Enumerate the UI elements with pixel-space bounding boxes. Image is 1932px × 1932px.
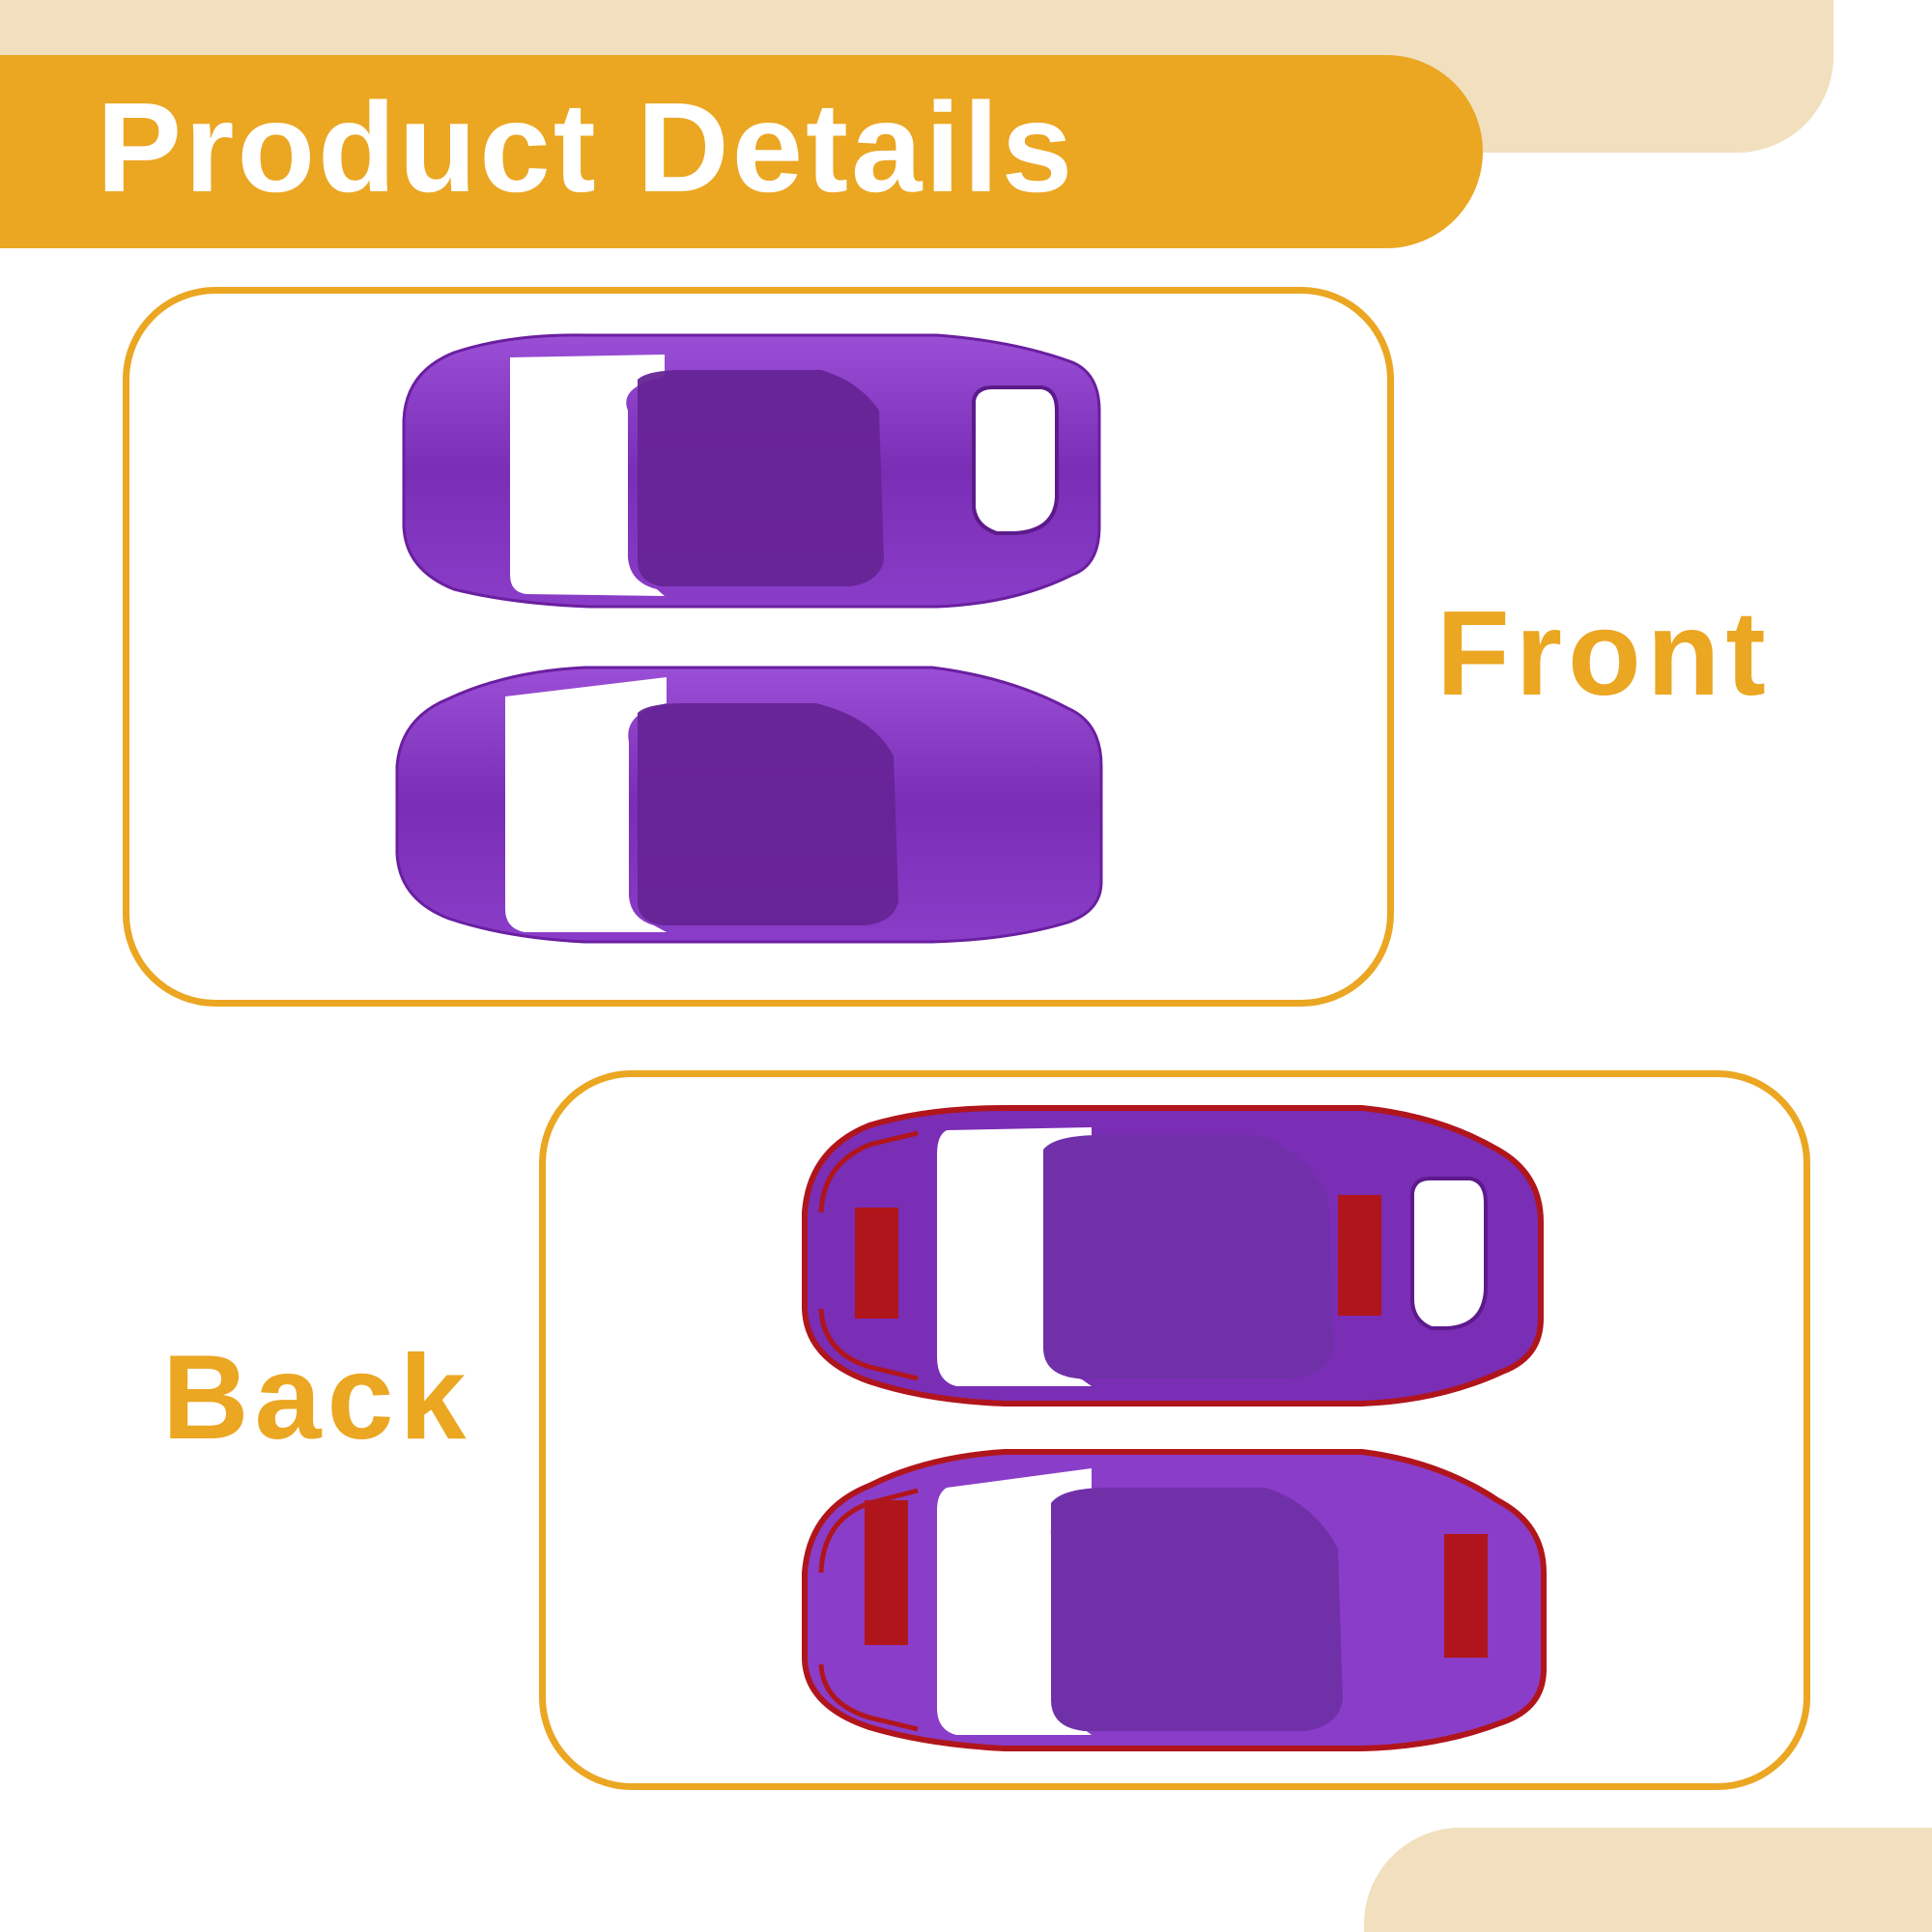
front-cover-image-top [402,333,1101,609]
back-label: Back [162,1331,472,1464]
page-title: Product Details [97,76,1076,218]
front-cover-image-bottom [395,666,1103,944]
front-label: Front [1436,587,1772,721]
header-banner: Product Details [0,55,1483,248]
back-cover-image-bottom [802,1449,1547,1751]
back-cover-image-top [802,1105,1544,1406]
bottom-decor-band [1364,1828,1932,1932]
